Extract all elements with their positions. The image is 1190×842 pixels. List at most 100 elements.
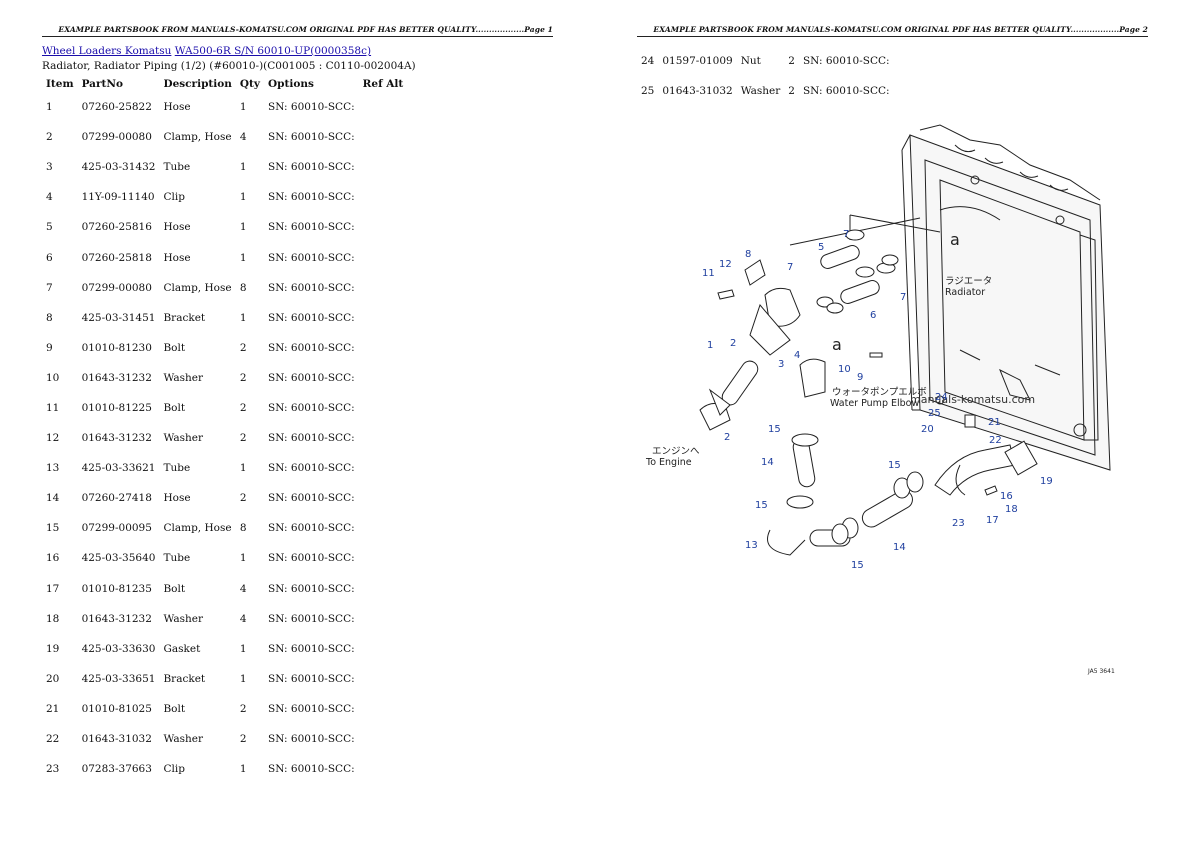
callout-7a: 7 — [843, 229, 849, 240]
cell-description: Washer — [740, 85, 781, 98]
cell-partno: 07299-00095 — [81, 522, 152, 535]
callout-1: 1 — [707, 340, 713, 351]
cell-partno: 425-03-33651 — [81, 672, 156, 685]
drawing-code: JA5 3641 — [1087, 668, 1115, 675]
text-annotations: ラジエータ Radiator ウォータポンプエルボ Water Pump Elb… — [645, 230, 1115, 675]
cell-description: Clamp, Hose — [163, 522, 232, 535]
cell-qty: 1 — [239, 311, 247, 324]
cell-options: SN: 60010-SCC: — [802, 85, 890, 98]
cell-description: Clip — [163, 191, 185, 204]
label-radiator-en: Radiator — [945, 287, 985, 298]
cell-options: SN: 60010-SCC: — [268, 341, 355, 354]
page-header: EXAMPLE PARTSBOOK FROM MANUALS-KOMATSU.C… — [637, 25, 1148, 37]
cell-item: 5 — [46, 221, 53, 234]
cell-refalt — [359, 634, 408, 664]
cell-description: Hose — [163, 221, 191, 234]
cell-partno: 425-03-35640 — [81, 552, 156, 565]
cell-options: SN: 60010-SCC: — [802, 55, 890, 68]
cell-refalt — [359, 92, 408, 122]
cell-refalt — [359, 152, 408, 182]
cell-qty: 1 — [239, 552, 247, 565]
cell-options: SN: 60010-SCC: — [268, 221, 355, 234]
page-header: EXAMPLE PARTSBOOK FROM MANUALS-KOMATSU.C… — [42, 25, 553, 37]
cell-item: 23 — [46, 763, 60, 776]
cell-description: Tube — [163, 552, 191, 565]
label-pump-en: Water Pump Elbow — [830, 398, 919, 409]
cell-description: Washer — [163, 432, 203, 445]
page-title: Radiator, Radiator Piping (1/2) (#60010-… — [42, 60, 416, 72]
cell-qty: 2 — [239, 702, 247, 715]
cell-options: SN: 60010-SCC: — [268, 582, 355, 595]
cell-item: 14 — [46, 492, 60, 505]
cell-description: Hose — [163, 492, 191, 505]
cell-qty: 1 — [239, 462, 247, 475]
cell-refalt — [359, 242, 408, 272]
callout-7c: 7 — [900, 292, 906, 303]
cell-description: Bolt — [163, 702, 186, 715]
cell-partno: 01010-81230 — [81, 341, 152, 354]
cell-refalt — [359, 604, 408, 634]
cell-qty: 4 — [239, 131, 247, 144]
cell-partno: 01643-31032 — [662, 85, 733, 98]
cell-refalt — [359, 664, 408, 694]
cell-item: 21 — [46, 702, 60, 715]
col-item: Item — [46, 78, 74, 90]
label-engine-en: To Engine — [645, 457, 692, 468]
cell-partno: 425-03-33630 — [81, 642, 156, 655]
breadcrumb-link-model[interactable]: WA500-6R S/N 60010-UP(0000358c) — [174, 45, 372, 57]
label-radiator-jp: ラジエータ — [945, 276, 992, 287]
callout-8: 8 — [745, 249, 751, 260]
cell-qty: 1 — [239, 221, 247, 234]
callout-3: 3 — [778, 359, 784, 370]
cell-qty: 4 — [239, 582, 247, 595]
cell-description: Bolt — [163, 341, 186, 354]
cell-options: SN: 60010-SCC: — [268, 311, 355, 324]
page-1: EXAMPLE PARTSBOOK FROM MANUALS-KOMATSU.C… — [42, 25, 553, 784]
cell-description: Clamp, Hose — [163, 281, 232, 294]
cell-item: 10 — [46, 371, 60, 384]
callout-18: 18 — [1005, 504, 1018, 515]
cell-partno: 01643-31232 — [81, 612, 152, 625]
cell-partno: 07260-27418 — [81, 492, 152, 505]
cell-item: 15 — [46, 522, 60, 535]
callout-20: 20 — [921, 424, 934, 435]
cell-description: Clip — [163, 763, 185, 776]
col-qty: Qty — [239, 78, 261, 90]
cell-item: 16 — [46, 552, 60, 565]
cell-partno: 01597-01009 — [662, 55, 733, 68]
callout-12: 12 — [719, 259, 732, 270]
callout-15d: 15 — [888, 460, 901, 471]
cell-options: SN: 60010-SCC: — [268, 101, 355, 114]
cell-item: 6 — [46, 251, 53, 264]
cell-qty: 1 — [239, 251, 247, 264]
callout-15c: 15 — [851, 560, 864, 571]
cell-partno: 425-03-31432 — [81, 161, 156, 174]
callout-5: 5 — [818, 242, 824, 253]
cell-item: 22 — [46, 733, 60, 746]
cell-partno: 01010-81225 — [81, 401, 152, 414]
callout-2a: 2 — [724, 432, 730, 443]
callout-19: 19 — [1040, 476, 1053, 487]
breadcrumb-link-category[interactable]: Wheel Loaders Komatsu — [42, 45, 172, 57]
cell-refalt — [359, 483, 408, 513]
cell-partno: 01643-31032 — [81, 733, 152, 746]
cell-item: 19 — [46, 642, 60, 655]
cell-options: SN: 60010-SCC: — [268, 161, 355, 174]
cell-item: 25 — [641, 85, 655, 98]
cell-partno: 01643-31232 — [81, 371, 152, 384]
cell-description: Bolt — [163, 401, 186, 414]
cell-qty: 2 — [239, 432, 247, 445]
cell-description: Bolt — [163, 582, 186, 595]
cell-partno: 07299-00080 — [81, 131, 152, 144]
cell-refalt — [359, 694, 408, 724]
cell-qty: 1 — [239, 101, 247, 114]
